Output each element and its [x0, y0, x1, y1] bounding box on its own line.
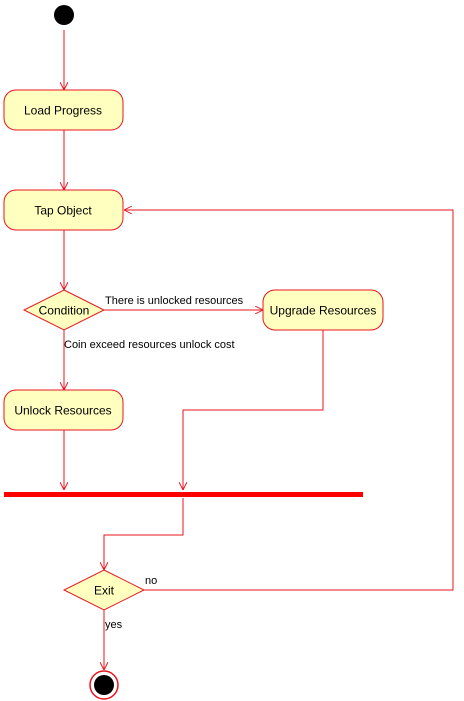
load-progress-label: Load Progress [24, 104, 102, 118]
tap-object-label: Tap Object [34, 204, 92, 218]
unlock-resources-label: Unlock Resources [14, 404, 111, 418]
condition-label: Condition [39, 304, 90, 318]
edge-join-to-exit [104, 498, 184, 570]
join-bar [4, 492, 363, 497]
load-progress-node [3, 89, 124, 131]
end-node-core [94, 675, 114, 695]
exit-label: Exit [94, 584, 115, 598]
upgrade-resources-node [262, 289, 384, 331]
edge-label-yes: yes [105, 619, 123, 631]
edge-label-unlocked-resources: There is unlocked resources [105, 295, 244, 307]
start-node [54, 5, 74, 25]
tap-object-node [3, 189, 124, 231]
edge-upgrade-to-join [183, 330, 324, 490]
upgrade-resources-label: Upgrade Resources [270, 304, 377, 318]
unlock-resources-node [3, 389, 124, 431]
edge-exit-no-to-tap [124, 210, 454, 591]
condition-decision [22, 289, 106, 331]
edge-label-no: no [145, 575, 157, 587]
edge-label-coin-exceed: Coin exceed resources unlock cost [64, 339, 235, 351]
exit-decision [62, 569, 146, 611]
